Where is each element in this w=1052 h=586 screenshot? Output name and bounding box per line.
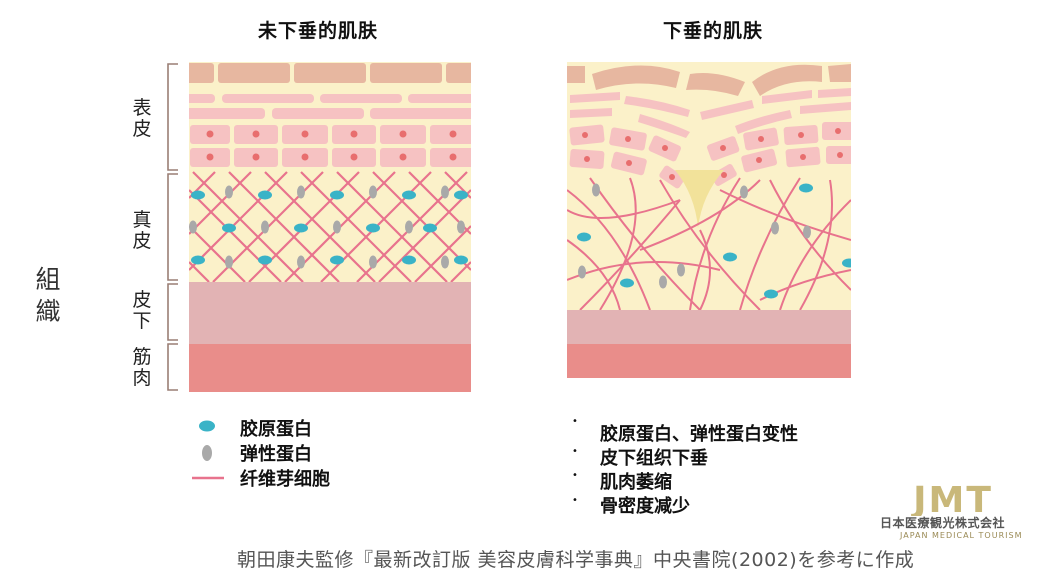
label-muscle: 筋 肉 [132, 346, 152, 389]
sagging-skin-diagram [567, 62, 851, 378]
label-dermis: 真 皮 [132, 209, 152, 252]
logo-english-name: JAPAN MEDICAL TOURISM [900, 531, 1023, 540]
change-item: 胶原蛋白、弹性蛋白变性 [600, 424, 798, 445]
collagen-icon [199, 420, 215, 432]
subcutis-layer [189, 282, 471, 344]
stratum-corneum-sagging [567, 64, 851, 96]
legend-fibroblast-label: 纤维芽细胞 [240, 469, 330, 490]
collagen-fibers [191, 190, 468, 265]
muscle-layer [189, 344, 471, 392]
left-panel-title: 未下垂的肌肤 [258, 20, 379, 42]
spinous-layer [190, 125, 471, 167]
stratum-corneum [189, 63, 471, 83]
change-item: 皮下组织下垂 [600, 448, 708, 469]
subcutis-layer-sagging [567, 310, 851, 344]
source-credit: 朝田康夫監修『最新改訂版 美容皮膚科学事典』中央書院(2002)を参考に作成 [237, 549, 915, 571]
bullet-icon: • [572, 416, 578, 427]
jmt-logo-mark: JMT [910, 482, 993, 516]
layer-brackets [167, 63, 178, 391]
collagen-fibers-sagging [577, 183, 851, 299]
fibroblast-line-icon [192, 476, 224, 480]
healthy-skin-diagram [167, 62, 471, 392]
label-tissue: 組 織 [35, 265, 61, 326]
granular-layer-sagging [570, 88, 851, 138]
granular-layer [189, 94, 471, 119]
elastin-icon [202, 445, 212, 461]
bullet-icon: • [572, 470, 578, 481]
label-epidermis: 表 皮 [132, 97, 152, 140]
legend-elastin-label: 弹性蛋白 [240, 444, 312, 465]
elastin-fibers-sagging [578, 183, 811, 289]
svg-text:JMT: JMT [910, 482, 993, 516]
label-subcutis: 皮 下 [132, 289, 152, 332]
right-panel-title: 下垂的肌肤 [663, 20, 764, 42]
bullet-icon: • [572, 446, 578, 457]
bullet-icon: • [572, 495, 578, 506]
legend-collagen-label: 胶原蛋白 [240, 419, 312, 440]
logo-company-name: 日本医療観光株式会社 [880, 516, 1006, 530]
change-item: 骨密度减少 [600, 496, 690, 517]
change-item: 肌肉萎缩 [600, 472, 672, 493]
wrinkle-groove [675, 170, 724, 228]
spinous-layer-sagging [569, 122, 851, 189]
muscle-layer-sagging [567, 344, 851, 378]
elastin-fibers [189, 185, 465, 269]
